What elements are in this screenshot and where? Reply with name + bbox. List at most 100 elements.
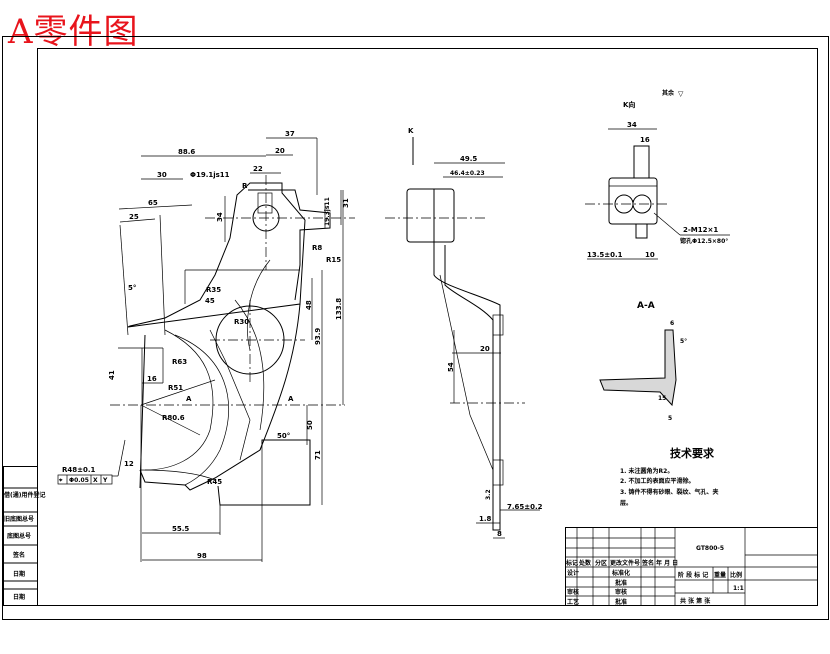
dim-label: 1.8 bbox=[479, 515, 492, 523]
drawing-title-stamp: A零件图 bbox=[8, 12, 139, 52]
dim-label: R bbox=[242, 182, 248, 190]
dim-label: 41 bbox=[108, 370, 116, 380]
dim-label: 46.4±0.23 bbox=[450, 170, 485, 177]
role-label: 标准化 bbox=[611, 569, 630, 577]
sheet-count: 共 张 第 张 bbox=[680, 597, 711, 605]
strip-label: 日期 bbox=[13, 593, 25, 601]
rev-header: 更改文件号 bbox=[610, 559, 640, 567]
tech-req-heading: 技术要求 bbox=[670, 446, 715, 460]
stage-header: 重量 bbox=[714, 571, 726, 579]
dim-label: R35 bbox=[206, 286, 221, 294]
dim-label: R45 bbox=[207, 478, 222, 486]
tech-req-item: 3. 铸件不得有砂眼、裂纹、气孔、夹 bbox=[620, 488, 719, 496]
dim-label: 54 bbox=[447, 362, 455, 372]
dim-label: 10 bbox=[645, 251, 655, 259]
dim-label: 20 bbox=[275, 147, 285, 155]
role-label: 批准 bbox=[615, 579, 627, 587]
section-title: A-A bbox=[637, 301, 655, 311]
dim-label: 50° bbox=[277, 432, 290, 440]
dim-label: R30 bbox=[234, 318, 249, 326]
dim-label: 93.9 bbox=[314, 328, 322, 345]
side-view: K 49.5 46.4±0.23 20 54 7.65±0.2 1.8 8 3.… bbox=[385, 127, 543, 539]
role-label: 设计 bbox=[567, 569, 579, 577]
section-mark: A bbox=[186, 395, 192, 403]
dim-label: 8 bbox=[497, 530, 502, 538]
dim-label: 98 bbox=[197, 552, 207, 560]
rev-header: 分区 bbox=[595, 559, 607, 567]
rev-header: 标记 bbox=[565, 559, 578, 567]
dim-label: 30 bbox=[157, 171, 167, 179]
front-view: ⌖ Φ0.05 X Y A A 88.6 37 20 22 30 Φ19.1js… bbox=[57, 130, 355, 562]
title-block: 标记 处数 分区 更改文件号 签名 年 月 日 设计 审核 工艺 标准化 批准 … bbox=[565, 527, 818, 606]
dim-label: R15 bbox=[326, 256, 341, 264]
stage-header: 阶 段 标 记 bbox=[678, 571, 708, 579]
dim-label: 3.2 bbox=[485, 489, 492, 500]
dim-label: 16 bbox=[640, 136, 650, 144]
technical-requirements: 技术要求 1. 未注圆角为R2。 2. 不加工的表面应平滑除。 3. 铸件不得有… bbox=[620, 446, 719, 507]
rev-header: 处数 bbox=[578, 559, 592, 567]
role-label: 审核 bbox=[615, 588, 627, 596]
stage-header: 比例 bbox=[730, 571, 742, 579]
section-a-a: A-A 6 5° 15 5 bbox=[599, 301, 687, 422]
roughness-symbol-icon: ▽ bbox=[678, 90, 684, 98]
dim-label: 133.8 bbox=[335, 298, 343, 320]
dim-label: 49.5 bbox=[460, 155, 477, 163]
rev-header: 签名 bbox=[641, 559, 654, 567]
strip-label: 借(通)用件登记 bbox=[3, 491, 46, 499]
dim-label: 48 bbox=[305, 300, 313, 310]
dim-label: 65 bbox=[148, 199, 158, 207]
dim-label: 2-M12×1 bbox=[683, 226, 718, 234]
dim-label: 50 bbox=[306, 420, 314, 430]
dim-label: 37 bbox=[285, 130, 295, 138]
dim-label: R63 bbox=[172, 358, 187, 366]
tech-req-item: 层。 bbox=[620, 499, 632, 507]
view-k-arrow-label: K bbox=[408, 127, 414, 135]
rev-header: 年 月 日 bbox=[656, 559, 678, 567]
k-view: 其余 ▽ K向 34 16 2-M12×1 锪孔Φ12.5×80° 13.5±0… bbox=[585, 89, 730, 260]
dim-label: 5 bbox=[668, 415, 672, 422]
role-label: 审核 bbox=[567, 588, 579, 596]
dim-label: 22 bbox=[253, 165, 263, 173]
dim-label: 16 bbox=[147, 375, 157, 383]
roughness-note: 其余 bbox=[662, 89, 675, 97]
side-strip: 借(通)用件登记 旧底图总号 底图总号 签名 日期 日期 bbox=[3, 466, 46, 606]
tolerance-datum: X bbox=[93, 477, 98, 484]
role-label: 工艺 bbox=[567, 598, 579, 606]
dim-label: 13.5±0.1 bbox=[587, 251, 623, 259]
strip-label: 底图总号 bbox=[7, 532, 31, 540]
dim-label: R8 bbox=[312, 244, 322, 252]
dim-label: 20 bbox=[480, 345, 490, 353]
inner-frame bbox=[37, 48, 818, 606]
outer-border bbox=[2, 36, 829, 620]
tolerance-value: Φ0.05 bbox=[69, 477, 89, 484]
tech-req-item: 2. 不加工的表面应平滑除。 bbox=[620, 477, 695, 485]
dim-label: 34 bbox=[216, 212, 224, 222]
dim-label: 31 bbox=[342, 198, 350, 208]
dim-label: Φ19.1js11 bbox=[190, 171, 230, 179]
dim-label: R51 bbox=[168, 384, 183, 392]
dim-label: 5° bbox=[128, 284, 136, 292]
tolerance-datum: Y bbox=[102, 477, 108, 484]
k-view-title: K向 bbox=[623, 100, 635, 109]
dim-label: 45 bbox=[205, 297, 215, 305]
tolerance-symbol: ⌖ bbox=[58, 477, 63, 484]
dim-label: R80.6 bbox=[162, 414, 185, 422]
strip-label: 日期 bbox=[13, 570, 25, 578]
dim-label: 12 bbox=[124, 460, 134, 468]
dim-label: 5° bbox=[680, 338, 687, 345]
tolerance-frame: ⌖ Φ0.05 X Y bbox=[57, 474, 113, 485]
dim-label: 55.5 bbox=[172, 525, 189, 533]
dim-label: 34 bbox=[627, 121, 637, 129]
dim-label: 锪孔Φ12.5×80° bbox=[680, 237, 728, 245]
scale-value: 1:1 bbox=[733, 585, 744, 592]
dim-label: 88.6 bbox=[178, 148, 195, 156]
dim-label: 71 bbox=[314, 450, 322, 460]
dim-label: 7.65±0.2 bbox=[507, 503, 543, 511]
dim-label: 19.3js11 bbox=[324, 197, 331, 226]
tech-req-item: 1. 未注圆角为R2。 bbox=[620, 467, 673, 475]
section-mark: A bbox=[288, 395, 294, 403]
dim-label: R48±0.1 bbox=[62, 466, 96, 474]
dim-label: 25 bbox=[129, 213, 139, 221]
dim-label: 15 bbox=[658, 395, 666, 402]
